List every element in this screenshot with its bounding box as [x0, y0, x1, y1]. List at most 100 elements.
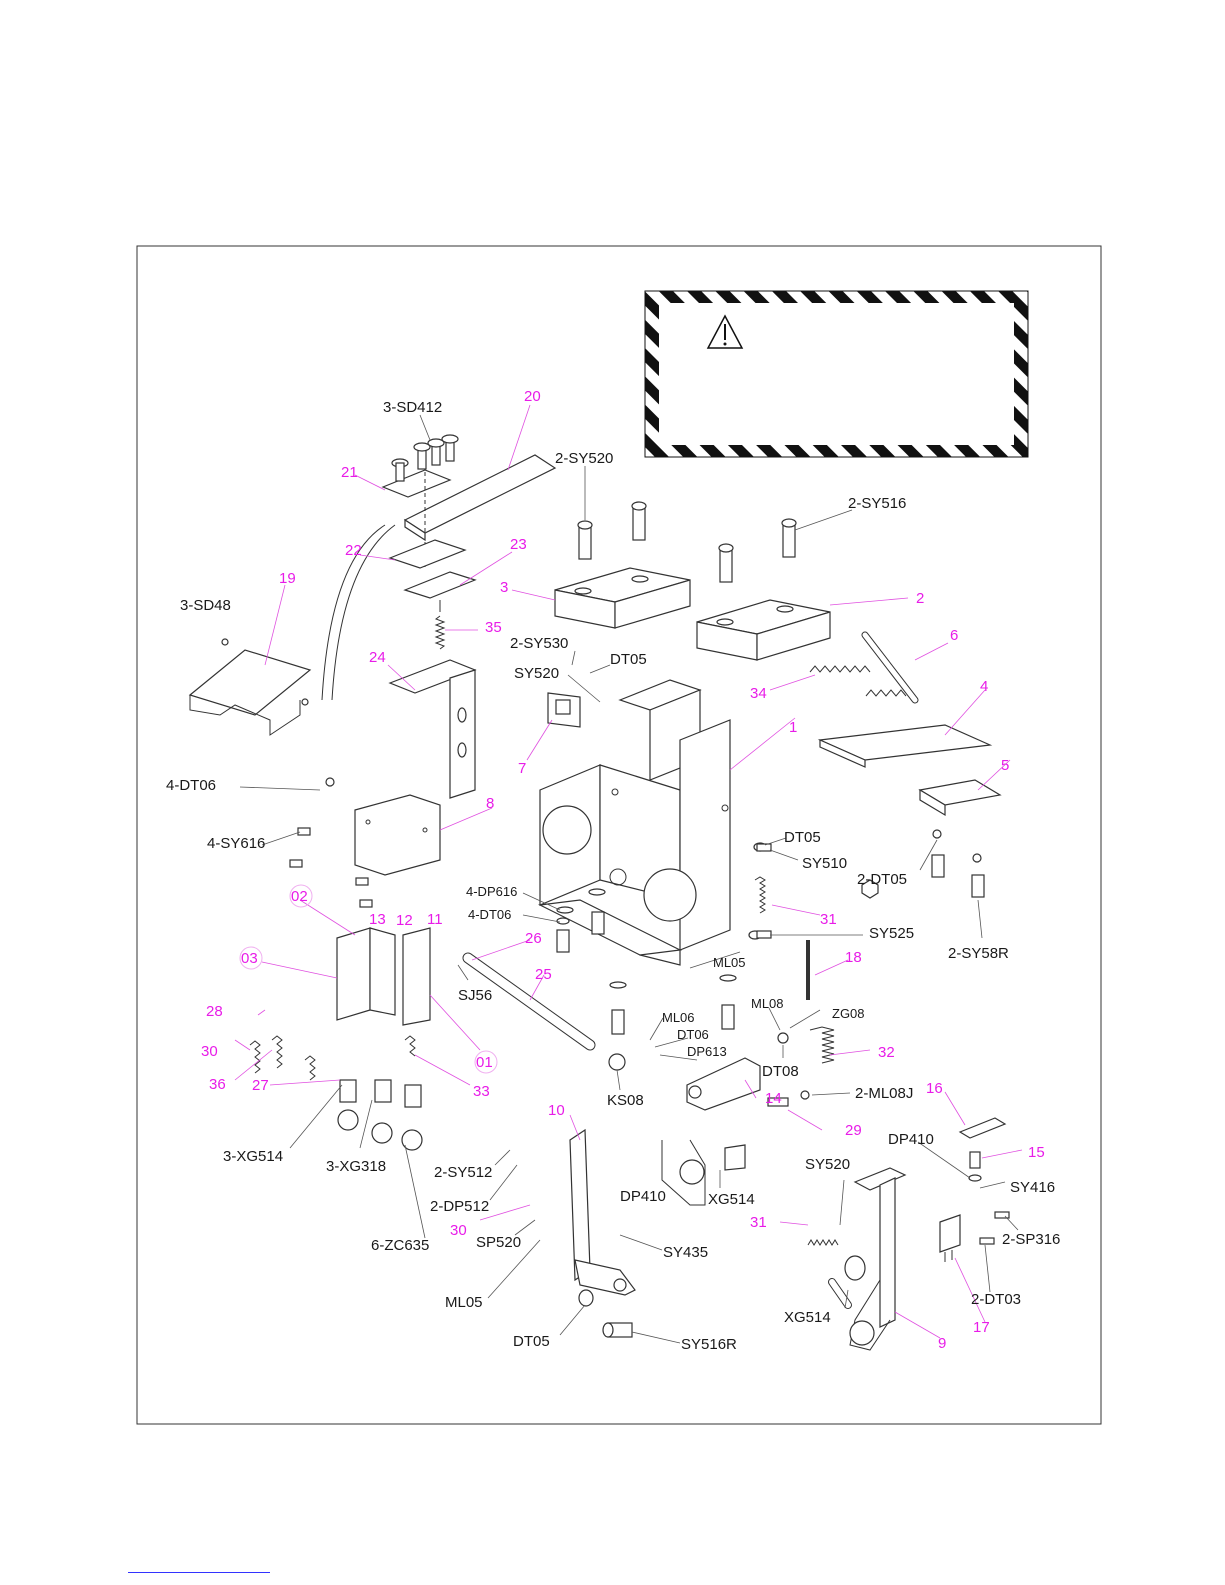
label-dp410-a: DP410 [888, 1131, 934, 1148]
circle-03 [239, 946, 263, 970]
label-24: 24 [369, 649, 386, 666]
right-screws [748, 829, 985, 940]
part-5-plate [918, 779, 1002, 817]
label-26: 26 [525, 930, 542, 947]
warning-triangle-icon [706, 314, 744, 349]
label-32: 32 [878, 1044, 895, 1061]
part-9-arm [807, 1167, 907, 1351]
label-36: 36 [209, 1076, 226, 1093]
label-dp410-b: DP410 [620, 1188, 666, 1205]
label-2-sy520: 2-SY520 [555, 450, 613, 467]
label-3: 3 [500, 579, 508, 596]
label-10: 10 [548, 1102, 565, 1119]
label-dt08: DT08 [762, 1063, 799, 1080]
label-dt05-c: DT05 [513, 1333, 550, 1350]
sy516-screws [718, 518, 797, 583]
label-19: 19 [279, 570, 296, 587]
label-6: 6 [950, 627, 958, 644]
part-14-lever-arm [661, 1057, 761, 1206]
rollers-left [337, 1079, 423, 1151]
label-29: 29 [845, 1122, 862, 1139]
label-3-sd412: 3-SD412 [383, 399, 442, 416]
part-7-clip [547, 692, 581, 728]
part-19-cover [188, 638, 312, 736]
block-assembly-01-03 [336, 927, 431, 1026]
label-3-sd48: 3-SD48 [180, 597, 231, 614]
label-27: 27 [252, 1077, 269, 1094]
footer-rule [128, 1572, 270, 1573]
label-4: 4 [980, 678, 988, 695]
label-4-dt06-a: 4-DT06 [166, 777, 216, 794]
parts-18-32-right [754, 876, 835, 1107]
label-sj56: SJ56 [458, 987, 492, 1004]
cable-loop [321, 524, 396, 701]
part-10-lever [569, 1128, 636, 1338]
label-34: 34 [750, 685, 767, 702]
label-xg514-a: XG514 [708, 1191, 755, 1208]
part-3-block [554, 567, 691, 629]
circle-01 [474, 1050, 498, 1074]
label-2-sy512: 2-SY512 [434, 1164, 492, 1181]
label-4-dp616: 4-DP616 [466, 884, 517, 899]
label-7: 7 [518, 760, 526, 777]
part-16-15-17-right [939, 1117, 1010, 1262]
label-dt05-a: DT05 [610, 651, 647, 668]
part-1-main-frame [537, 679, 731, 966]
label-sy520-b: SY520 [805, 1156, 850, 1173]
part-4-plate [817, 724, 993, 768]
label-8: 8 [486, 795, 494, 812]
circle-02 [289, 884, 313, 908]
label-2-sy58r: 2-SY58R [948, 945, 1009, 962]
label-30-a: 30 [201, 1043, 218, 1060]
washers-center [556, 888, 737, 1071]
springs-left [249, 1035, 416, 1081]
label-ml06: ML06 [662, 1010, 695, 1025]
label-02: 02 [291, 888, 308, 905]
label-16: 16 [926, 1080, 943, 1097]
label-2-dt05: 2-DT05 [857, 871, 907, 888]
label-5: 5 [1001, 757, 1009, 774]
label-1: 1 [789, 719, 797, 736]
label-4-dt06-b: 4-DT06 [468, 907, 511, 922]
label-sy516r: SY516R [681, 1336, 737, 1353]
label-3-xg514: 3-XG514 [223, 1148, 283, 1165]
sy520-screws [577, 501, 647, 560]
label-sy525: SY525 [869, 925, 914, 942]
leader-lines [234, 404, 1023, 1344]
label-2: 2 [916, 590, 924, 607]
warning-box [644, 290, 1029, 458]
label-9: 9 [938, 1335, 946, 1352]
label-sy416: SY416 [1010, 1179, 1055, 1196]
label-23: 23 [510, 536, 527, 553]
label-3-xg318: 3-XG318 [326, 1158, 386, 1175]
label-35: 35 [485, 619, 502, 636]
part-labels: 20 3-SD412 21 2-SY520 2-SY516 22 23 19 3… [166, 388, 1060, 1353]
label-30-b: 30 [450, 1222, 467, 1239]
label-ml05-a: ML05 [713, 955, 746, 970]
fasteners-left [289, 777, 373, 908]
label-ml05-b: ML05 [445, 1294, 483, 1311]
sd412-screws [391, 434, 459, 482]
label-4-sy616: 4-SY616 [207, 835, 265, 852]
label-01: 01 [476, 1054, 493, 1071]
label-12: 12 [396, 912, 413, 929]
part-25-shaft [462, 952, 596, 1051]
label-sp520: SP520 [476, 1234, 521, 1251]
label-03: 03 [241, 950, 258, 967]
label-33: 33 [473, 1083, 490, 1100]
part-23-bracket [403, 571, 477, 612]
part-24-angle-bracket [388, 659, 477, 799]
label-zg08: ZG08 [832, 1006, 865, 1021]
part-22-plate [388, 539, 467, 569]
label-31-a: 31 [820, 911, 837, 928]
label-20: 20 [524, 388, 541, 405]
label-sy435: SY435 [663, 1244, 708, 1261]
part-2-block [696, 599, 831, 661]
label-2-dp512: 2-DP512 [430, 1198, 489, 1215]
label-sy510: SY510 [802, 855, 847, 872]
label-2-sy530: 2-SY530 [510, 635, 568, 652]
label-13: 13 [369, 911, 386, 928]
label-15: 15 [1028, 1144, 1045, 1161]
label-18: 18 [845, 949, 862, 966]
